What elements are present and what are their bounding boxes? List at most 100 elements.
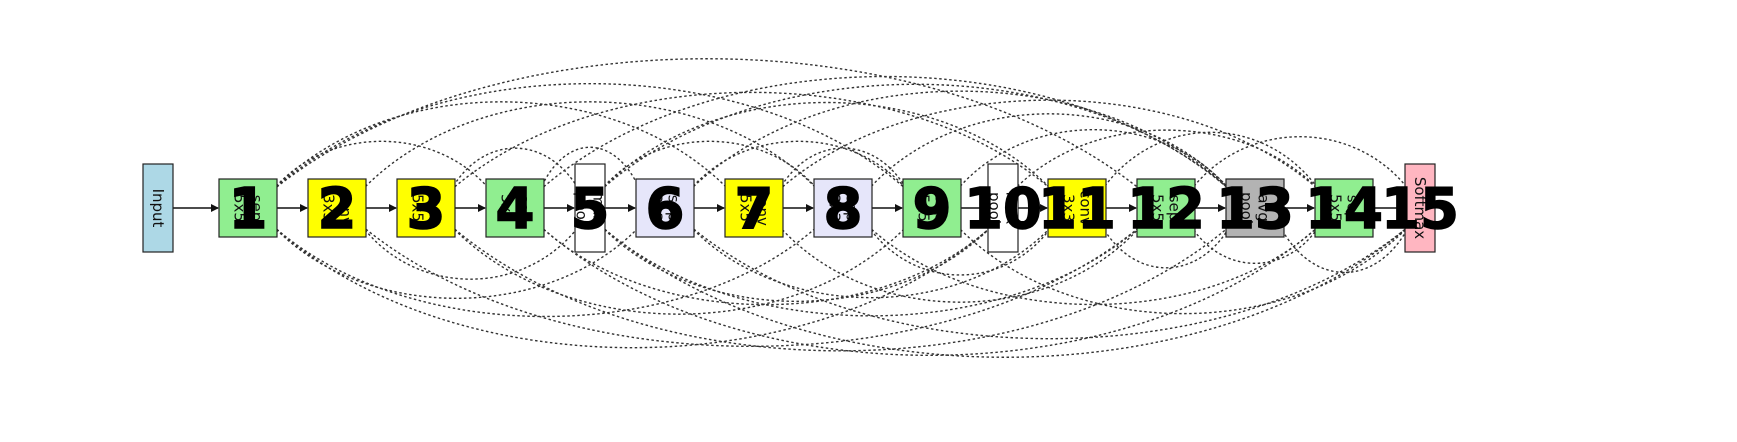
node-label: 3x3 bbox=[1060, 194, 1078, 222]
skip-connection bbox=[689, 90, 1231, 191]
skip-connection bbox=[450, 225, 1231, 352]
node-box bbox=[218, 178, 278, 238]
node-label: Softmax bbox=[1411, 177, 1429, 239]
node-label: sep bbox=[1166, 195, 1184, 222]
skip-connection bbox=[778, 225, 1142, 303]
skip-connection bbox=[539, 225, 993, 306]
handwritten-number: 7 bbox=[735, 177, 774, 242]
skip-connection bbox=[539, 75, 1231, 191]
skip-connection bbox=[867, 113, 1231, 191]
node-label: 5x5 bbox=[737, 194, 755, 222]
node-label: conv bbox=[337, 190, 355, 226]
skip-connection bbox=[689, 225, 1053, 299]
skip-connection bbox=[600, 83, 1231, 191]
skip-connection bbox=[272, 101, 730, 191]
node-softmax: Softmax bbox=[1404, 163, 1436, 253]
skip-connection bbox=[539, 225, 1320, 356]
skip-connection bbox=[272, 82, 908, 191]
handwritten-number: 6 bbox=[646, 177, 685, 242]
node-box bbox=[635, 178, 695, 238]
node-label: 5x5 bbox=[1327, 194, 1345, 222]
skip-connection bbox=[272, 225, 641, 299]
node-input: Input bbox=[142, 163, 174, 253]
skip-connection bbox=[450, 91, 1053, 191]
node-box bbox=[1136, 178, 1196, 238]
skip-connection bbox=[1190, 225, 1320, 265]
node-label: 5x5 bbox=[915, 194, 933, 222]
handwritten-number: 13 bbox=[1216, 177, 1294, 242]
skip-connection bbox=[1013, 129, 1320, 191]
node-label: pool bbox=[986, 192, 1004, 224]
skip-connection bbox=[778, 99, 1320, 191]
node-label: 3x3 bbox=[826, 194, 844, 222]
skip-connection bbox=[361, 225, 1142, 348]
node-label: max bbox=[1003, 192, 1021, 225]
skip-connection bbox=[361, 101, 819, 191]
handwritten-number: 8 bbox=[824, 177, 863, 242]
node-label: 3x3 bbox=[648, 194, 666, 222]
node-box bbox=[1404, 163, 1436, 253]
node-label: sep bbox=[1344, 195, 1362, 222]
skip-connection bbox=[1190, 136, 1410, 191]
node-label: conv bbox=[754, 190, 772, 226]
node-label: sep bbox=[932, 195, 950, 222]
skip-connection bbox=[450, 225, 908, 315]
skip-connection bbox=[778, 147, 908, 191]
skip-connection bbox=[689, 140, 908, 191]
skip-connection bbox=[956, 129, 1231, 191]
skip-connection bbox=[361, 225, 580, 280]
skip-connection bbox=[600, 225, 1142, 317]
handwritten-number: 3 bbox=[407, 177, 446, 242]
handwritten-number: 12 bbox=[1127, 177, 1205, 242]
handwritten-number: 14 bbox=[1305, 177, 1383, 242]
node-label: 5x5 bbox=[409, 194, 427, 222]
handwritten-number: 1 bbox=[229, 177, 268, 242]
handwritten-number: 15 bbox=[1381, 177, 1459, 242]
handwritten-number: 9 bbox=[913, 177, 952, 242]
skip-connection bbox=[272, 58, 1142, 191]
node-label: sep bbox=[248, 195, 266, 222]
handwritten-number: 11 bbox=[1038, 177, 1116, 242]
skip-connection bbox=[539, 146, 641, 191]
skip-connection bbox=[600, 225, 993, 303]
node-box bbox=[574, 163, 606, 253]
skip-connection bbox=[450, 147, 580, 191]
node-box bbox=[396, 178, 456, 238]
node-label: sep bbox=[843, 195, 861, 222]
node-box bbox=[1225, 178, 1285, 238]
handwritten-number: 2 bbox=[318, 177, 357, 242]
handwritten-number: 4 bbox=[496, 177, 535, 242]
node-label: max bbox=[590, 192, 608, 225]
node-box bbox=[902, 178, 962, 238]
node-box bbox=[1314, 178, 1374, 238]
node-label: pool bbox=[573, 192, 591, 224]
node-box bbox=[307, 178, 367, 238]
skip-connections bbox=[272, 58, 1410, 358]
skip-connection bbox=[867, 225, 1320, 306]
handwritten-number: 10 bbox=[964, 177, 1042, 242]
node-label: sep bbox=[665, 195, 683, 222]
node-label: 3x3 bbox=[320, 194, 338, 222]
skip-connection bbox=[1101, 131, 1320, 191]
skip-connection bbox=[272, 225, 993, 349]
node-label: sep bbox=[515, 195, 533, 222]
skip-connection bbox=[600, 140, 819, 191]
node-box bbox=[724, 178, 784, 238]
handwritten-number: 5 bbox=[571, 177, 610, 242]
node-box bbox=[1047, 178, 1107, 238]
